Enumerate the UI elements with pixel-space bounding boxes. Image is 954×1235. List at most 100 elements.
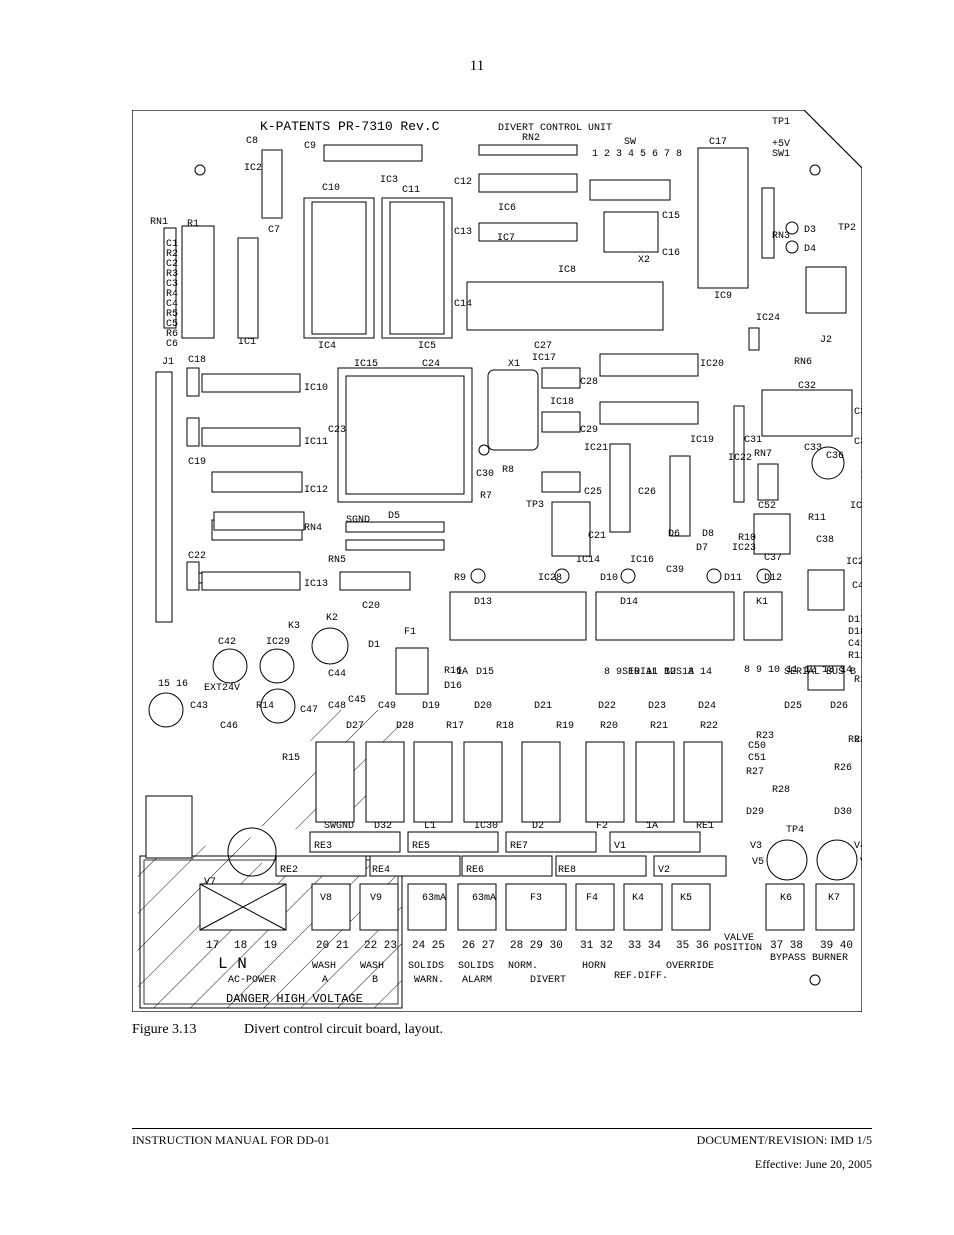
component-label: K12: [132, 110, 150, 114]
component-label: R7: [480, 491, 492, 502]
terminal-function-label: SOLIDS: [458, 961, 494, 972]
component-label: D13: [474, 597, 492, 608]
terminal-function-label: WASH: [360, 961, 384, 972]
warning-label: DANGER HIGH VOLTAGE: [226, 992, 363, 1006]
component-label: D4: [804, 244, 816, 255]
component-label: IC2: [244, 163, 262, 174]
component-label: C15: [662, 211, 680, 222]
terminal-function-label: ALARM: [462, 975, 492, 986]
component-label: C2: [166, 259, 178, 270]
component-label: C10: [322, 183, 340, 194]
board-title: K-PATENTS PR-7310 Rev.C: [260, 119, 440, 134]
component-label: C18: [188, 355, 206, 366]
terminal-function-label: REF.DIFF.: [614, 971, 668, 982]
component-label: D27: [346, 721, 364, 732]
terminal-function-label: OVERRIDE: [666, 961, 714, 972]
component-label: C26: [638, 487, 656, 498]
component-label: C45: [348, 695, 366, 706]
component-label: D15: [476, 667, 494, 678]
component-label: C27: [534, 341, 552, 352]
component-label: D23: [648, 701, 666, 712]
component-label: D20: [474, 701, 492, 712]
component-label: V7: [204, 877, 216, 888]
component-label: C4: [166, 299, 178, 310]
component-label: TP2: [838, 223, 856, 234]
component-label: K14: [132, 110, 150, 114]
component-label: K13: [132, 110, 150, 114]
footer-manual-title: INSTRUCTION MANUAL FOR DD-01: [132, 1133, 330, 1147]
component-label: K8: [132, 110, 144, 114]
component-label: C43: [190, 701, 208, 712]
component-label: RE7: [510, 841, 528, 852]
component-label: C40: [852, 581, 862, 592]
terminal-number: 37 38: [770, 940, 803, 952]
component-label: F3: [530, 893, 542, 904]
component-label: R21: [650, 721, 668, 732]
component-label: IC25: [860, 471, 862, 482]
terminal-number: 20 21: [316, 940, 349, 952]
component-label: IC23: [732, 543, 756, 554]
component-label: X1: [508, 359, 520, 370]
component-label: K6: [780, 893, 792, 904]
component-label: R28: [772, 785, 790, 796]
footer-document-revision: DOCUMENT/REVISION: IMD 1/5: [696, 1133, 872, 1147]
component-label: IC22: [728, 453, 752, 464]
component-label: K5: [680, 893, 692, 904]
component-label: C7: [268, 225, 280, 236]
component-label: C11: [402, 185, 420, 196]
component-label: F1: [404, 627, 416, 638]
component-label: V2: [658, 865, 670, 876]
component-label: IC28: [538, 573, 562, 584]
component-label: D16: [444, 681, 462, 692]
component-label: R27: [746, 767, 764, 778]
component-label: TP1: [772, 117, 790, 128]
terminal-number: 22 23: [364, 940, 397, 952]
component-label: IC4: [318, 341, 336, 352]
terminal-function-label: WASH: [312, 961, 336, 972]
component-label: IC5: [418, 341, 436, 352]
component-label: R24: [848, 735, 862, 746]
component-label: IC19: [690, 435, 714, 446]
component-label: IC24: [756, 313, 780, 324]
component-label: IC27: [846, 557, 862, 568]
component-label: C8: [246, 136, 258, 147]
component-label: 1 2 3 4 5 6 7 8: [592, 149, 682, 160]
component-label: J1: [162, 357, 174, 368]
component-label: IC3: [380, 175, 398, 186]
component-label: 1A: [456, 667, 468, 678]
component-label: R18: [496, 721, 514, 732]
component-label: R22: [700, 721, 718, 732]
component-label: R2: [166, 249, 178, 260]
component-label: IC30: [474, 821, 498, 832]
component-label: 1A: [646, 821, 658, 832]
component-label: RN7: [754, 449, 772, 460]
component-label: V5: [752, 857, 764, 868]
terminal-number: 19: [264, 940, 277, 952]
component-label: R5: [166, 309, 178, 320]
component-label: D30: [834, 807, 852, 818]
component-label: K7: [828, 893, 840, 904]
component-label: D19: [422, 701, 440, 712]
component-label: C47: [300, 705, 318, 716]
component-label: V6: [860, 857, 862, 868]
component-label: C51: [748, 753, 766, 764]
component-label: IC1: [238, 337, 256, 348]
terminal-number: 31 32: [580, 940, 613, 952]
component-label: RE2: [280, 865, 298, 876]
terminal-function-label: A: [322, 975, 328, 986]
component-label: R4: [166, 289, 178, 300]
component-label: 63mA: [422, 893, 446, 904]
component-label: 63mA: [472, 893, 496, 904]
component-label: C20: [362, 601, 380, 612]
footer-rule: [132, 1128, 872, 1129]
component-label: SERIAL BUS B: [784, 667, 856, 678]
component-label: IC8: [558, 265, 576, 276]
component-label: C37: [764, 553, 782, 564]
terminal-number: 28 29 30: [510, 940, 563, 952]
component-label: D17: [848, 615, 862, 626]
component-label: D14: [620, 597, 638, 608]
component-label: IC26: [850, 501, 862, 512]
component-label: IC7: [497, 233, 515, 244]
